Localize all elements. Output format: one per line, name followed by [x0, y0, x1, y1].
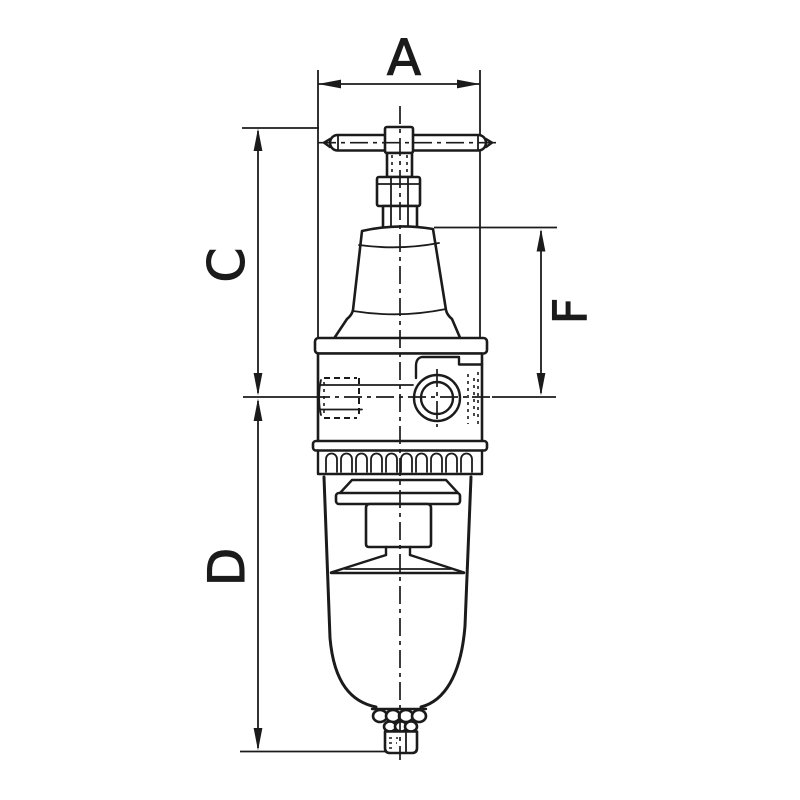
arrowhead-down-icon	[253, 728, 263, 751]
dimension-a: A	[317, 28, 481, 338]
drain-valve	[370, 707, 428, 755]
t-handle	[318, 125, 497, 155]
centerlines	[243, 106, 556, 760]
baffle-stem	[384, 545, 412, 557]
arrowhead-up-icon	[253, 398, 263, 421]
drain-knurl	[410, 708, 428, 724]
arrowhead-left-icon	[318, 79, 341, 89]
dim-label-f: F	[543, 298, 597, 324]
inlet-port-hidden	[324, 377, 360, 419]
right-thread-texture	[467, 372, 479, 426]
filter-bowl	[322, 475, 473, 709]
regulator-body	[313, 336, 489, 444]
handle-hub	[383, 125, 415, 155]
baffle-cone	[329, 553, 466, 575]
dim-label-a: A	[387, 29, 421, 87]
arrowhead-up-icon	[253, 128, 263, 151]
gauge-boss	[414, 355, 484, 380]
inlet-bore-lines	[319, 384, 414, 411]
bonnet-dome-arc	[358, 242, 440, 249]
dimension-f: F	[434, 226, 598, 396]
deflector-louvre	[338, 478, 460, 495]
drain-nut	[383, 730, 419, 755]
filter-internals	[329, 478, 466, 575]
arrowhead-down-icon	[536, 373, 546, 396]
bowl-wall-left	[322, 475, 378, 709]
arrowhead-up-icon	[536, 229, 546, 252]
drain-thread-texture	[389, 737, 398, 749]
dimension-c: C	[197, 127, 319, 396]
dim-label-c: C	[198, 248, 256, 283]
clamp-flange	[313, 336, 489, 355]
bowl-wall-right	[419, 475, 473, 709]
bonnet-bell	[331, 225, 463, 342]
dim-label-d: D	[198, 548, 256, 587]
bonnet	[331, 225, 463, 342]
stem-collar-facets	[390, 206, 409, 228]
louvre-plate	[334, 491, 462, 506]
ring-crown-ribs	[325, 452, 473, 473]
adjustment-stem	[375, 151, 422, 230]
drain-knurl-small	[403, 720, 419, 733]
locknut-facets	[377, 177, 420, 206]
arrowhead-down-icon	[253, 373, 263, 396]
dimension-d: D	[197, 398, 396, 753]
arrowhead-right-icon	[457, 79, 480, 89]
filter-cartridge	[364, 502, 433, 549]
locknut-hex	[375, 175, 422, 208]
